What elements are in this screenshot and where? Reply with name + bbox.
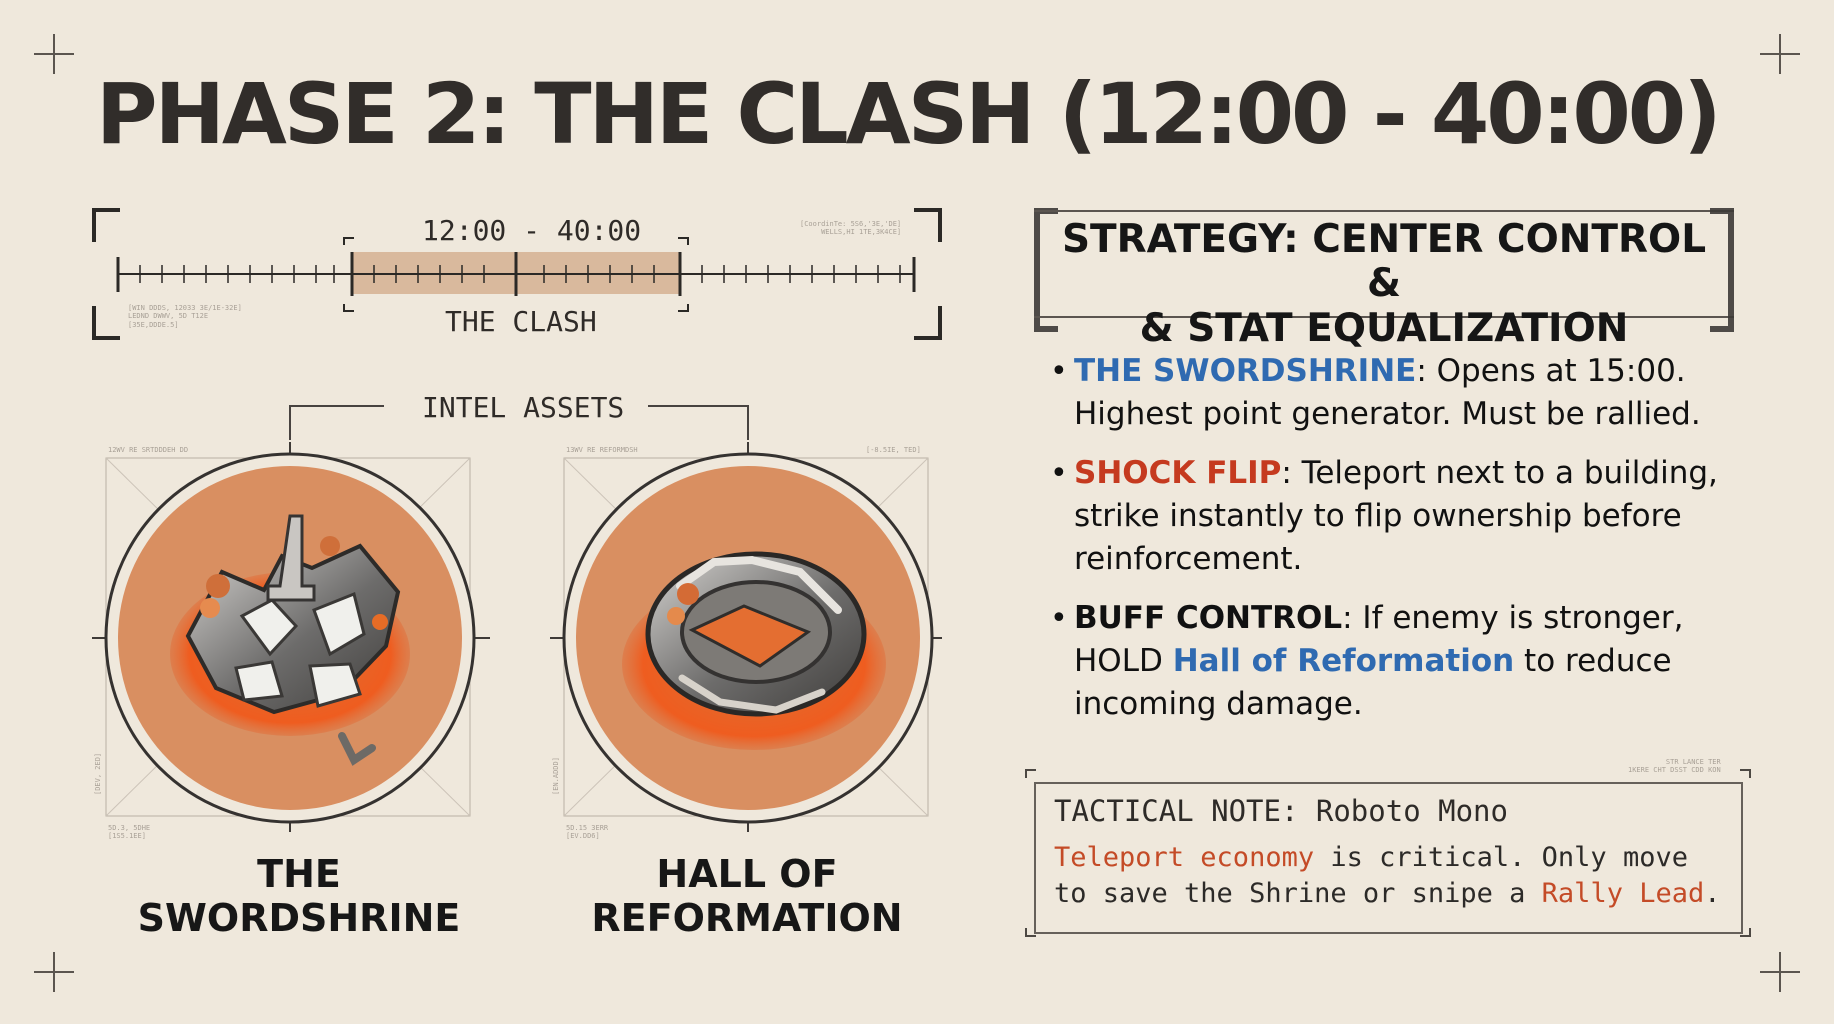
- strategy-bullet-list: THE SWORDSHRINE: Opens at 15:00. Highest…: [1050, 350, 1750, 742]
- tactical-note-red-1: Teleport economy: [1054, 842, 1315, 873]
- strategy-title-line1: STRATEGY: CENTER CONTROL &: [1061, 217, 1707, 307]
- corner-crosshair-top-right: [1760, 34, 1800, 74]
- strategy-title: STRATEGY: CENTER CONTROL & & STAT EQUALI…: [1054, 217, 1714, 351]
- tactical-note-text-3: .: [1704, 878, 1721, 909]
- bullet-swordshrine-text-a: : Opens at 15:00.: [1416, 353, 1686, 389]
- bullet-swordshrine: THE SWORDSHRINE: Opens at 15:00. Highest…: [1050, 350, 1750, 436]
- tactical-note-box: [1034, 782, 1743, 934]
- timeline-meta-right: [CoordinTe: 5S6,'3E,'DE] WELLS,HI 1TE,3K…: [800, 220, 902, 237]
- bullet-buff-control-keyword: BUFF CONTROL: [1074, 600, 1343, 636]
- tactical-note-text-1: is critical. Only move: [1314, 842, 1688, 873]
- timeline-phase-label: THE CLASH: [445, 305, 597, 338]
- asset-hall-meta-side: [EN.ADDD]: [552, 757, 560, 795]
- intel-connector-lines: [289, 405, 749, 440]
- corner-crosshair-top-left: [34, 34, 74, 74]
- bullet-buff-control-hall-keyword: Hall of Reformation: [1172, 643, 1515, 679]
- bullet-shock-flip-text-b: strike instantly to flip ownership befor…: [1074, 498, 1682, 534]
- strategy-title-line2: & STAT EQUALIZATION: [1139, 305, 1629, 351]
- timeline-minor-ticks: [139, 265, 901, 283]
- asset-hall-title-line2: REFORMATION: [591, 896, 903, 941]
- asset-hall-of-reformation-visual: [550, 442, 942, 832]
- timeline-chart: [116, 237, 916, 312]
- bullet-buff-control: BUFF CONTROL: If enemy is stronger, HOLD…: [1050, 597, 1750, 726]
- bullet-swordshrine-text-b: Highest point generator. Must be rallied…: [1074, 396, 1701, 432]
- asset-hall-meta-top: 13WV RE REFORMDSH: [566, 446, 638, 454]
- timeline-frame: [92, 208, 942, 340]
- timeline-range-text: 12:00 - 40:00: [422, 214, 642, 247]
- tactical-note-meta: STR LANCE TER 1KERE CHT DSST CDD KON: [1628, 758, 1721, 775]
- bullet-shock-flip-text-a: : Teleport next to a building,: [1281, 455, 1718, 491]
- bullet-shock-flip: SHOCK FLIP: Teleport next to a building,…: [1050, 452, 1750, 581]
- bullet-buff-control-text-a: : If enemy is stronger,: [1342, 600, 1684, 636]
- tactical-note-frame: [1025, 769, 1751, 937]
- timeline-range-brackets: [343, 237, 689, 312]
- asset-swordshrine-title: THE SWORDSHRINE: [134, 852, 464, 940]
- tactical-note-text-2: to save the Shrine or snipe a: [1054, 878, 1542, 909]
- asset-swordshrine-title-line1: THE: [257, 852, 341, 896]
- asset-hall-title: HALL OF REFORMATION: [582, 852, 912, 940]
- asset-swordshrine-title-line2: SWORDSHRINE: [137, 896, 461, 941]
- tactical-note-body: Teleport economy is critical. Only move …: [1054, 840, 1724, 912]
- asset-swordshrine-meta-bottom: 5D.3, 5DHE [1S5.1EE]: [108, 824, 151, 841]
- intel-assets-label: INTEL ASSETS: [412, 391, 635, 424]
- bullet-buff-control-text-b1: HOLD: [1074, 643, 1173, 679]
- bullet-shock-flip-text-c: reinforcement.: [1074, 541, 1303, 577]
- tactical-note-red-2: Rally Lead: [1541, 878, 1705, 909]
- bullet-buff-control-text-c: incoming damage.: [1074, 686, 1363, 722]
- corner-crosshair-bottom-right: [1760, 952, 1800, 992]
- asset-swordshrine-meta-side: [DEV, 2ED]: [94, 752, 102, 795]
- intel-assets-diagram: [92, 405, 942, 832]
- bullet-buff-control-text-b2: to reduce: [1514, 643, 1672, 679]
- bullet-shock-flip-keyword: SHOCK FLIP: [1074, 455, 1282, 491]
- asset-hall-meta-bottom: 5D.15 3ERR [EV.DD6]: [566, 824, 609, 841]
- corner-crosshair-bottom-left: [34, 952, 74, 992]
- page-title: PHASE 2: THE CLASH (12:00 - 40:00): [96, 65, 1722, 163]
- asset-swordshrine-visual: [92, 442, 490, 832]
- timeline-meta-left: [WIN DDDS, 12033 3E/1E-32E] LEDND DWWV, …: [128, 304, 242, 329]
- tactical-note-heading: TACTICAL NOTE: Roboto Mono: [1054, 794, 1508, 828]
- asset-hall-title-line1: HALL OF: [656, 852, 838, 896]
- strategy-title-box: STRATEGY: CENTER CONTROL & & STAT EQUALI…: [1034, 208, 1734, 351]
- asset-swordshrine-meta-top: 12WV RE SRTDDDEH DD: [108, 446, 189, 454]
- bullet-swordshrine-keyword: THE SWORDSHRINE: [1074, 353, 1417, 389]
- asset-hall-meta-right: [-8.5IE, TED]: [866, 446, 921, 454]
